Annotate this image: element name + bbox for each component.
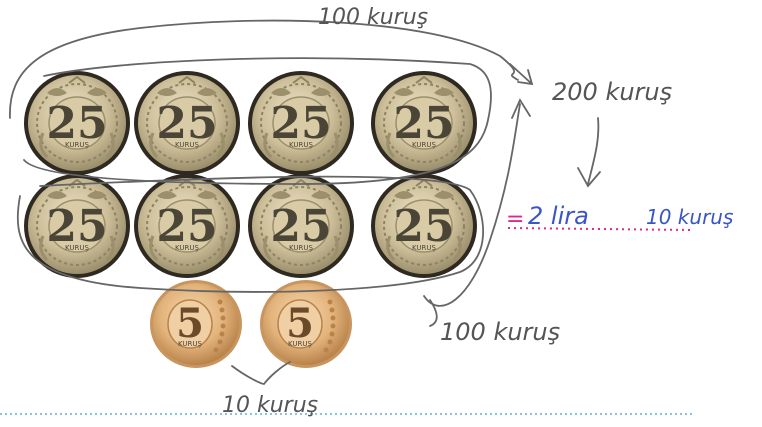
small-coins-bracket bbox=[232, 362, 290, 384]
coin-row-bottom: 25 KURUŞ 25 KURUŞ 25 KURUŞ 25 KURUŞ bbox=[24, 174, 477, 278]
coin-25-icon: 25 KURUŞ bbox=[371, 174, 477, 278]
coin-25-icon: 25 KURUŞ bbox=[134, 174, 240, 278]
label-sum: 200 kuruş bbox=[552, 78, 672, 106]
svg-text:KURUŞ: KURUŞ bbox=[412, 141, 437, 149]
coin-25-icon: 25 KURUŞ bbox=[248, 174, 354, 278]
svg-text:KURUŞ: KURUŞ bbox=[175, 141, 200, 149]
svg-text:KURUŞ: KURUŞ bbox=[178, 340, 203, 348]
label-bottom-group: 100 kuruş bbox=[440, 318, 560, 346]
label-result-kurus: 10 kuruş bbox=[646, 205, 733, 229]
coin-row-top: 25 KURUŞ 25 KURUŞ 25 KURUŞ 25 KURUŞ bbox=[24, 71, 477, 175]
svg-text:KURUŞ: KURUŞ bbox=[289, 244, 314, 252]
svg-text:KURUŞ: KURUŞ bbox=[288, 340, 313, 348]
coin-25-icon: 25 KURUŞ bbox=[134, 71, 240, 175]
coin-25-icon: 25 KURUŞ bbox=[371, 71, 477, 175]
coin-25-icon: 25 KURUŞ bbox=[24, 71, 130, 175]
svg-text:KURUŞ: KURUŞ bbox=[412, 244, 437, 252]
svg-text:KURUŞ: KURUŞ bbox=[65, 141, 90, 149]
coin-25-icon: 25 KURUŞ bbox=[248, 71, 354, 175]
svg-text:KURUŞ: KURUŞ bbox=[65, 244, 90, 252]
coin-row-five: 5 KURUŞ 5 KURUŞ bbox=[150, 280, 352, 368]
label-equals: = bbox=[506, 207, 524, 232]
svg-text:KURUŞ: KURUŞ bbox=[289, 141, 314, 149]
coin-5-icon: 5 KURUŞ bbox=[150, 280, 242, 368]
label-top-group: 100 kuruş bbox=[318, 5, 428, 30]
label-small-coins: 10 kuruş bbox=[222, 393, 318, 418]
coin-5-icon: 5 KURUŞ bbox=[260, 280, 352, 368]
arrow-down bbox=[578, 118, 600, 186]
label-result-lira: 2 lira bbox=[528, 202, 589, 230]
svg-text:KURUŞ: KURUŞ bbox=[175, 244, 200, 252]
